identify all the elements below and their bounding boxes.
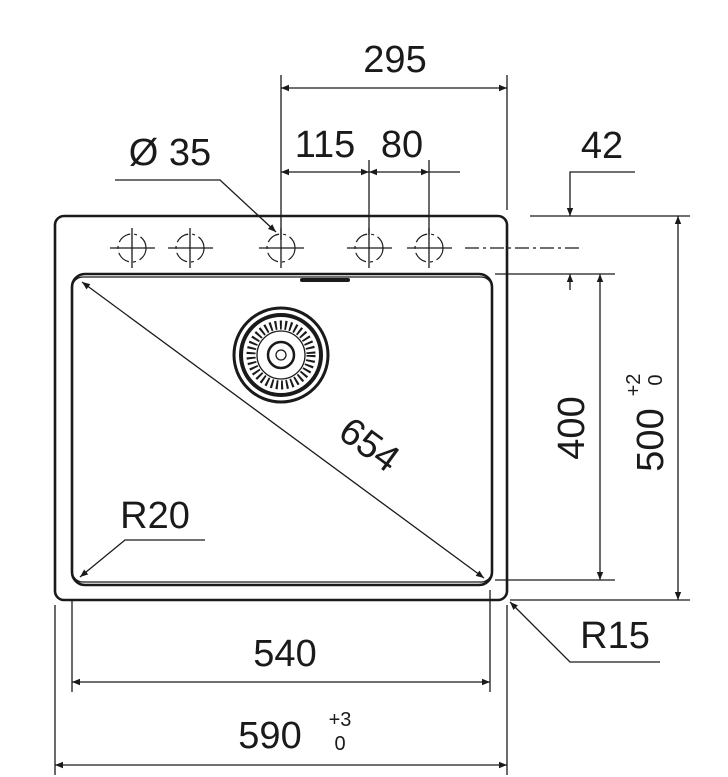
tap-hole-icon: [168, 228, 213, 268]
dim-diagonal: 654: [331, 410, 407, 481]
dim-bowl-width: 540: [253, 633, 316, 675]
dim-overall-depth-tol-upper: +2: [623, 374, 645, 397]
dim-overall-depth: 500: [630, 408, 672, 471]
tap-hole-icon: [110, 228, 155, 268]
bowl-inner-edge: [71, 276, 493, 583]
dim-overall-depth-tol-lower: 0: [645, 374, 667, 385]
dim-overall-width-tol-lower: 0: [334, 733, 345, 755]
dim-edge-to-bowl: 42: [581, 125, 623, 167]
dim-bowl-radius: R20: [120, 495, 190, 537]
dim-tap-offset: 295: [363, 39, 426, 81]
dim-overall-width: 590: [238, 715, 301, 757]
dim-hole-spacing-1: 115: [295, 124, 356, 166]
dim-hole-spacing-2: 80: [381, 124, 423, 166]
tap-holes: [110, 228, 580, 268]
drain-icon: [232, 306, 330, 404]
dim-outer-radius: R15: [580, 615, 650, 657]
dim-bowl-depth: 400: [551, 396, 593, 459]
dim-overall-width-tol-upper: +3: [329, 709, 352, 731]
dim-hole-diameter: Ø 35: [129, 132, 211, 174]
overflow-slot: [300, 278, 350, 282]
